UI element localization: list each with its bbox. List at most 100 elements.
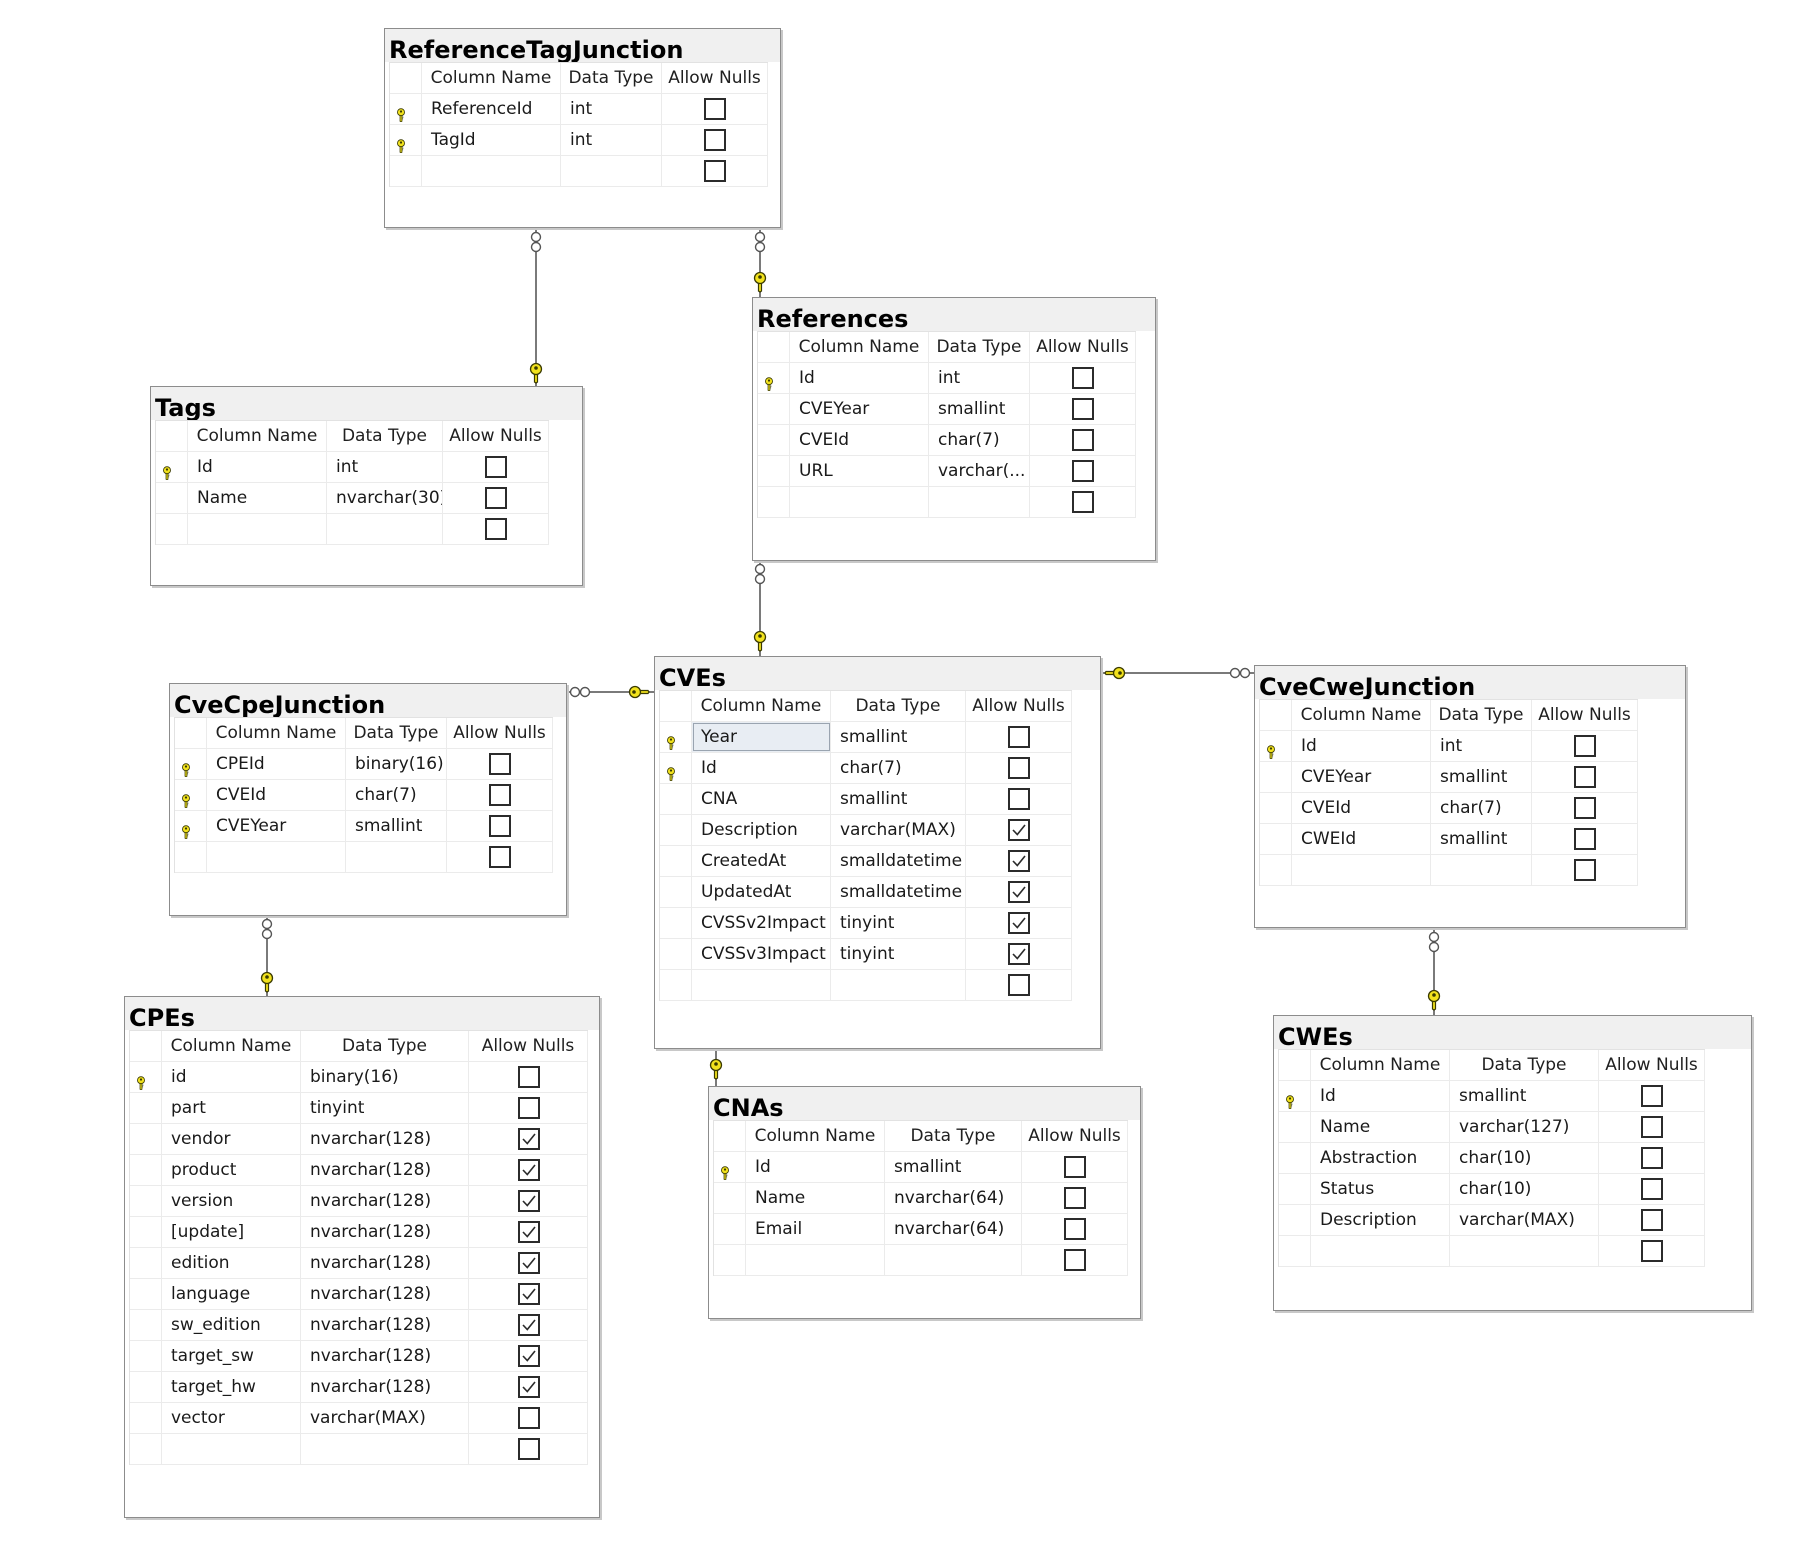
column-row[interactable] bbox=[156, 514, 549, 545]
column-data-type[interactable]: varchar(127) bbox=[1450, 1112, 1599, 1142]
column-name[interactable]: part bbox=[162, 1093, 301, 1123]
column-name[interactable]: version bbox=[162, 1186, 301, 1216]
column-name[interactable]: Id bbox=[692, 753, 831, 783]
column-name[interactable]: ReferenceId bbox=[422, 94, 561, 124]
column-name[interactable] bbox=[692, 970, 831, 1000]
allow-nulls-checkbox[interactable] bbox=[1641, 1178, 1663, 1200]
column-row[interactable] bbox=[758, 487, 1136, 518]
column-data-type[interactable]: int bbox=[327, 452, 443, 482]
allow-nulls-checkbox[interactable] bbox=[1008, 726, 1030, 748]
column-row[interactable] bbox=[660, 970, 1072, 1001]
column-name[interactable]: Name bbox=[188, 483, 327, 513]
column-data-type[interactable] bbox=[346, 842, 447, 872]
column-data-type[interactable]: nvarchar(64) bbox=[885, 1183, 1022, 1213]
column-name[interactable]: Year bbox=[692, 722, 831, 752]
column-data-type[interactable]: nvarchar(128) bbox=[301, 1248, 469, 1278]
allow-nulls-checkbox[interactable] bbox=[518, 1314, 540, 1336]
allow-nulls-checkbox[interactable] bbox=[1008, 850, 1030, 872]
column-name[interactable]: URL bbox=[790, 456, 929, 486]
column-name[interactable]: CreatedAt bbox=[692, 846, 831, 876]
allow-nulls-checkbox[interactable] bbox=[1574, 766, 1596, 788]
column-name[interactable]: CNA bbox=[692, 784, 831, 814]
column-name[interactable]: Id bbox=[1311, 1081, 1450, 1111]
allow-nulls-checkbox[interactable] bbox=[518, 1097, 540, 1119]
allow-nulls-checkbox[interactable] bbox=[1008, 974, 1030, 996]
allow-nulls-checkbox[interactable] bbox=[518, 1128, 540, 1150]
column-data-type[interactable]: nvarchar(30) bbox=[327, 483, 443, 513]
column-name[interactable]: CVEId bbox=[207, 780, 346, 810]
allow-nulls-checkbox[interactable] bbox=[1064, 1187, 1086, 1209]
column-data-type[interactable]: varchar(MAX) bbox=[1450, 1205, 1599, 1235]
column-data-type[interactable]: tinyint bbox=[831, 908, 966, 938]
column-data-type[interactable]: smalldatetime bbox=[831, 877, 966, 907]
allow-nulls-checkbox[interactable] bbox=[518, 1252, 540, 1274]
column-name[interactable]: Description bbox=[1311, 1205, 1450, 1235]
allow-nulls-checkbox[interactable] bbox=[1008, 819, 1030, 841]
column-data-type[interactable]: nvarchar(128) bbox=[301, 1279, 469, 1309]
column-name[interactable] bbox=[422, 156, 561, 186]
allow-nulls-checkbox[interactable] bbox=[1064, 1156, 1086, 1178]
column-row[interactable] bbox=[714, 1245, 1128, 1276]
allow-nulls-checkbox[interactable] bbox=[518, 1066, 540, 1088]
column-name[interactable]: CWEId bbox=[1292, 824, 1431, 854]
column-name[interactable]: TagId bbox=[422, 125, 561, 155]
column-data-type[interactable]: smalldatetime bbox=[831, 846, 966, 876]
allow-nulls-checkbox[interactable] bbox=[1072, 429, 1094, 451]
allow-nulls-checkbox[interactable] bbox=[1064, 1249, 1086, 1271]
allow-nulls-checkbox[interactable] bbox=[1072, 367, 1094, 389]
allow-nulls-checkbox[interactable] bbox=[489, 784, 511, 806]
column-name[interactable] bbox=[790, 487, 929, 517]
column-data-type[interactable]: char(10) bbox=[1450, 1143, 1599, 1173]
allow-nulls-checkbox[interactable] bbox=[1574, 735, 1596, 757]
column-row[interactable] bbox=[1260, 855, 1638, 886]
column-name[interactable]: UpdatedAt bbox=[692, 877, 831, 907]
column-name[interactable] bbox=[1311, 1236, 1450, 1266]
column-data-type[interactable]: varchar(MAX) bbox=[301, 1403, 469, 1433]
allow-nulls-checkbox[interactable] bbox=[1072, 398, 1094, 420]
column-data-type[interactable]: char(7) bbox=[1431, 793, 1532, 823]
column-data-type[interactable]: smallint bbox=[831, 784, 966, 814]
column-name[interactable] bbox=[188, 514, 327, 544]
allow-nulls-checkbox[interactable] bbox=[704, 160, 726, 182]
column-data-type[interactable] bbox=[831, 970, 966, 1000]
allow-nulls-checkbox[interactable] bbox=[1641, 1147, 1663, 1169]
column-name[interactable]: Description bbox=[692, 815, 831, 845]
column-data-type[interactable] bbox=[327, 514, 443, 544]
column-data-type[interactable]: nvarchar(128) bbox=[301, 1341, 469, 1371]
column-name[interactable]: language bbox=[162, 1279, 301, 1309]
column-name[interactable]: CVSSv2Impact bbox=[692, 908, 831, 938]
column-row[interactable] bbox=[130, 1434, 588, 1465]
allow-nulls-checkbox[interactable] bbox=[485, 518, 507, 540]
column-data-type[interactable]: smallint bbox=[1450, 1081, 1599, 1111]
column-data-type[interactable]: smallint bbox=[831, 722, 966, 752]
column-name[interactable]: CVEYear bbox=[207, 811, 346, 841]
column-data-type[interactable]: int bbox=[929, 363, 1030, 393]
column-name[interactable]: vendor bbox=[162, 1124, 301, 1154]
column-data-type[interactable]: smallint bbox=[1431, 824, 1532, 854]
column-data-type[interactable]: nvarchar(64) bbox=[885, 1214, 1022, 1244]
allow-nulls-checkbox[interactable] bbox=[704, 129, 726, 151]
